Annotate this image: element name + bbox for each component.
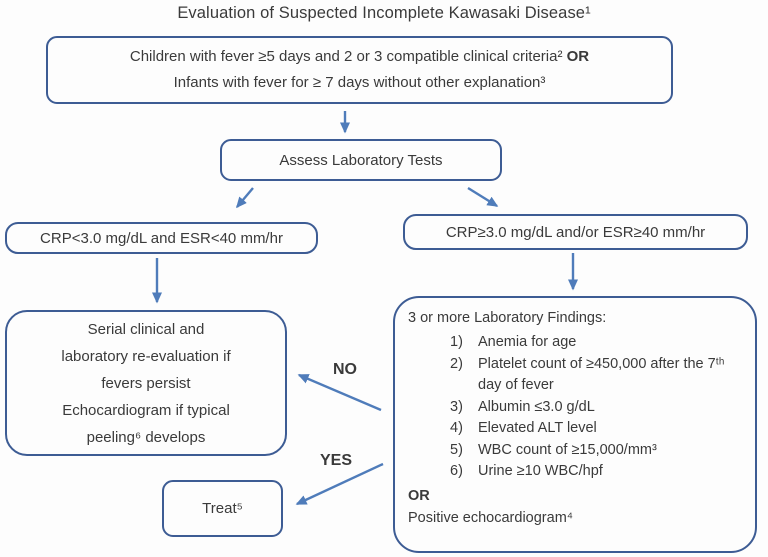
entry-criteria-box: Children with fever ≥5 days and 2 or 3 c…	[46, 36, 673, 104]
serial-reevaluation-box: Serial clinical and laboratory re-evalua…	[5, 310, 287, 456]
lab-finding-number: 2)	[450, 355, 463, 372]
arrow-assess-to-right	[467, 186, 499, 208]
page-title: Evaluation of Suspected Incomplete Kawas…	[177, 4, 591, 22]
or-connector: OR	[408, 487, 430, 504]
lab-finding-item: 5) WBC count of ≥15,000/mm³	[408, 440, 747, 462]
lab-finding-text: WBC count of ≥15,000/mm³	[478, 441, 657, 458]
lab-finding-item: 3) Albumin ≤3.0 g/dL	[408, 397, 747, 419]
lab-finding-number: 6)	[450, 463, 463, 479]
lab-finding-text: Platelet count of ≥450,000 after the 7ᵗʰ…	[478, 355, 725, 394]
or-connector: OR	[566, 48, 590, 65]
lab-findings-box: 3 or more Laboratory Findings: 1) Anemia…	[393, 296, 757, 553]
arrow-no-findings-to-outcome	[297, 373, 382, 412]
lab-finding-item: 6) Urine ≥10 WBC/hpf	[408, 461, 747, 483]
positive-echocardiogram-text: Positive echocardiogram⁴	[408, 509, 574, 526]
treat-box: Treat⁵	[162, 480, 283, 537]
high-crp-esr-label: CRP≥3.0 mg/dL and/or ESR≥40 mm/hr	[445, 223, 706, 241]
lab-finding-item: 1) Anemia for age	[408, 332, 747, 354]
serial-reevaluation-line: fevers persist	[101, 374, 191, 392]
low-crp-esr-box: CRP<3.0 mg/dL and ESR<40 mm/hr	[5, 222, 318, 254]
lab-findings-heading: 3 or more Laboratory Findings:	[408, 310, 607, 326]
high-crp-esr-box: CRP≥3.0 mg/dL and/or ESR≥40 mm/hr	[403, 214, 748, 250]
serial-reevaluation-line: peeling⁶ develops	[86, 428, 206, 446]
entry-criteria-line2: Infants with fever for ≥ 7 days without …	[173, 74, 546, 91]
lab-finding-number: 4)	[450, 420, 463, 436]
lab-finding-number: 3)	[450, 398, 463, 415]
lab-finding-text: Urine ≥10 WBC/hpf	[478, 463, 603, 479]
lab-finding-text: Elevated ALT level	[478, 420, 597, 436]
lab-finding-item: 2) Platelet count of ≥450,000 after the …	[408, 354, 747, 397]
lab-finding-text: Anemia for age	[478, 334, 577, 350]
lab-finding-number: 5)	[450, 441, 463, 458]
serial-reevaluation-line: Serial clinical and	[87, 320, 205, 338]
entry-criteria-line1: Children with fever ≥5 days and 2 or 3 c…	[130, 44, 589, 70]
lab-finding-number: 1)	[450, 334, 463, 350]
assess-lab-tests-box: Assess Laboratory Tests	[220, 139, 502, 181]
arrow-assess-to-left	[236, 187, 254, 209]
arrow-yes-findings-to-treat	[295, 462, 384, 506]
treat-label: Treat⁵	[202, 500, 243, 517]
entry-criteria-line1-text: Children with fever ≥5 days and 2 or 3 c…	[129, 48, 563, 65]
lab-finding-item: 4) Elevated ALT level	[408, 418, 747, 440]
no-label: NO	[333, 361, 357, 378]
lab-finding-text: Albumin ≤3.0 g/dL	[478, 398, 595, 415]
serial-reevaluation-line: Echocardiogram if typical	[62, 401, 230, 419]
low-crp-esr-label: CRP<3.0 mg/dL and ESR<40 mm/hr	[40, 229, 283, 247]
serial-reevaluation-line: laboratory re-evaluation if	[61, 347, 231, 365]
assess-lab-tests-label: Assess Laboratory Tests	[279, 151, 443, 169]
yes-label: YES	[320, 452, 353, 469]
